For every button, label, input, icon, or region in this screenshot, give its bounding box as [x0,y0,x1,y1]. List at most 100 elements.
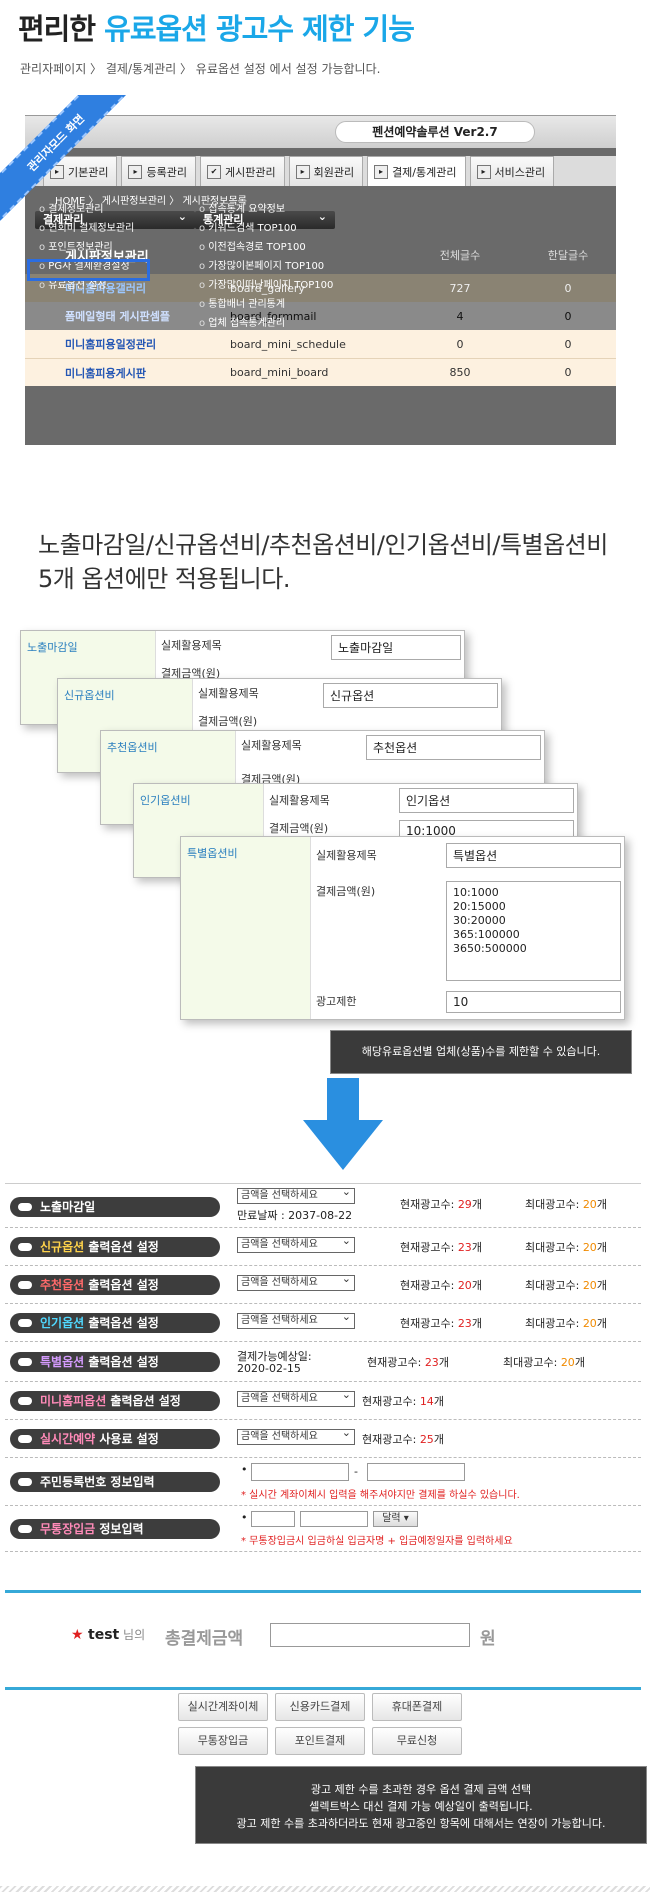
amount-select[interactable]: 금액을 선택하세요 [237,1310,355,1329]
menu-item[interactable]: PG사 결제환경설정 [39,257,134,276]
tab-icon: ▸ [476,164,491,179]
option-label: 실시간예약 사용료 설정 [10,1429,220,1449]
user-name: ★ test 님의 [71,1627,146,1643]
limit-input[interactable]: 10 [446,991,621,1013]
option-row-realtime: 실시간예약 사용료 설정 금액을 선택하세요 현재광고수: 25개 [5,1420,641,1458]
admin-tabs: ▸기본관리 ▸등록관리 ✔게시판관리 ▸회원관리 ▸결제/통계관리 ▸서비스관리 [25,156,616,186]
menu-item[interactable]: 업체 접속통계관리 [199,314,333,333]
menu-item-paid-option[interactable]: 유료옵션 설정 [39,276,134,295]
tab-member[interactable]: ▸회원관리 [288,156,364,186]
max-count: 최대광고수: 20개 [525,1279,607,1292]
current-count: 현재광고수: 25개 [362,1433,444,1446]
menu-item[interactable]: 가장많이떠난페이지 TOP100 [199,276,333,295]
option-row-expire: 노출마감일 금액을 선택하세요 만료날짜 : 2037-08-22 현재광고수:… [5,1184,641,1228]
admin-mode-ribbon: 관리자모드 화면 [0,95,130,225]
option-panel-5: 특별옵션비 실제활용제목 특별옵션 결제금액(원) 10:1000 20:150… [180,836,625,1020]
total-unit: 원 [480,1629,496,1649]
menu-item[interactable]: 통합배너 관리통계 [199,295,333,314]
paid-options-form: 노출마감일 금액을 선택하세요 만료날짜 : 2037-08-22 현재광고수:… [5,1183,641,1586]
col-total: 전체글수 [439,249,481,262]
section-heading: 노출마감일/신규옵션비/추천옵션비/인기옵션비/특별옵션비 5개 옵션에만 적용… [38,531,608,593]
resident-id-back[interactable] [367,1463,465,1481]
tab-register[interactable]: ▸등록관리 [121,156,196,186]
tab-basic[interactable]: ▸기본관리 [43,156,118,186]
menu-item[interactable]: 연회비 결제정보관리 [39,219,134,238]
menu-item[interactable]: 결제정보관리 [39,200,134,219]
option-label: 인기옵션 출력옵션 설정 [10,1313,220,1333]
payment-menu: 결제정보관리 연회비 결제정보관리 포인트정보관리 PG사 결제환경설정 유료옵… [39,200,134,295]
current-count: 현재광고수: 23개 [400,1241,482,1254]
option-label: 추천옵션 출력옵션 설정 [10,1275,220,1295]
admin-topbar: 펜션예약솔루션 Ver2.7 [25,116,616,148]
available-label: 결제가능예상일: [237,1350,312,1363]
expire-date: 만료날짜 : 2037-08-22 [237,1209,353,1222]
resident-id-front[interactable] [251,1463,349,1481]
total-bar: ★ test 님의 총결제금액 원 [5,1590,641,1690]
menu-item[interactable]: 포인트정보관리 [39,238,134,257]
tab-board[interactable]: ✔게시판관리 [199,156,285,186]
title-input[interactable]: 추천옵션 [366,735,541,760]
bank-deposit-button[interactable]: 무통장입금 [178,1727,268,1755]
option-row-bank-deposit: 무통장입금 정보입력 • 달력 ▾ * 무통장입금시 입금하실 입금자명 + 입… [5,1506,641,1552]
resident-id-note: * 실시간 계좌이체시 입력을 해주셔야지만 결제를 하실수 있습니다. [241,1490,520,1501]
option-label: 무통장입금 정보입력 [10,1519,220,1539]
price-textarea[interactable]: 10:1000 20:15000 30:20000 365:100000 365… [446,881,621,981]
menu-item[interactable]: 가장많이본페이지 TOP100 [199,257,333,276]
title-input[interactable]: 노출마감일 [331,635,461,660]
option-label: 미니홈피옵션 출력옵션 설정 [10,1391,220,1411]
available-date: 2020-02-15 [237,1362,301,1375]
max-count: 최대광고수: 20개 [525,1317,607,1330]
point-pay-button[interactable]: 포인트결제 [275,1727,365,1755]
amount-select[interactable]: 금액을 선택하세요 [237,1388,355,1407]
tab-icon: ✔ [206,164,221,179]
page-title: 편리한 유료옵션 광고수 제한 기능 [18,6,415,48]
title-prefix: 편리한 [18,12,105,46]
highlight-box [27,259,150,281]
deposit-note: * 무통장입금시 입금하실 입금자명 + 입금예정일자를 입력하세요 [241,1536,513,1547]
title-input[interactable]: 인기옵션 [399,788,574,813]
option-row-special: 특별옵션 출력옵션 설정 결제가능예상일: 2020-02-15 현재광고수: … [5,1342,641,1382]
panel-note: 해당유료옵션별 업체(상품)수를 제한할 수 있습니다. [330,1030,632,1074]
tab-icon: ▸ [374,164,389,179]
title-input[interactable]: 신규옵션 [323,683,498,708]
realtime-transfer-button[interactable]: 실시간계좌이체 [178,1693,268,1721]
option-row-resident-id: 주민등록번호 정보입력 • - * 실시간 계좌이체시 입력을 해주셔야지만 결… [5,1458,641,1506]
amount-select[interactable]: 금액을 선택하세요 [237,1185,355,1204]
tab-payment[interactable]: ▸결제/통계관리 [367,156,466,186]
down-arrow-icon [303,1078,383,1170]
total-amount-input[interactable] [270,1623,470,1647]
page-subtitle: 관리자페이지 〉 결제/통계관리 〉 유료옵션 설정 에서 설정 가능합니다. [20,62,381,76]
option-row-minihome: 미니홈피옵션 출력옵션 설정 금액을 선택하세요 현재광고수: 14개 [5,1382,641,1420]
calendar-button[interactable]: 달력 ▾ [373,1511,418,1527]
menu-item[interactable]: 접속통계 요약정보 [199,200,333,219]
max-count: 최대광고수: 20개 [525,1198,607,1211]
current-count: 현재광고수: 20개 [400,1279,482,1292]
option-label: 주민등록번호 정보입력 [10,1472,220,1492]
solution-logo: 펜션예약솔루션 Ver2.7 [335,121,535,143]
free-apply-button[interactable]: 무료신청 [372,1727,462,1755]
card-pay-button[interactable]: 신용카드결제 [275,1693,365,1721]
current-count: 현재광고수: 23개 [367,1356,449,1369]
amount-select[interactable]: 금액을 선택하세요 [237,1426,355,1445]
ribbon-wrap: 관리자모드 화면 [0,95,130,225]
menu-item[interactable]: 키워드검색 TOP100 [199,219,333,238]
title-input[interactable]: 특별옵션 [446,843,621,868]
amount-select[interactable]: 금액을 선택하세요 [237,1234,355,1253]
depositor-input[interactable] [251,1511,295,1527]
option-label: 노출마감일 [10,1197,220,1217]
col-month: 한달글수 [547,249,589,262]
stats-menu: 접속통계 요약정보 키워드검색 TOP100 이전접속경로 TOP100 가장많… [199,200,333,333]
current-count: 현재광고수: 14개 [362,1395,444,1408]
deposit-date-input[interactable] [300,1511,368,1527]
menu-item[interactable]: 이전접속경로 TOP100 [199,238,333,257]
amount-select[interactable]: 금액을 선택하세요 [237,1272,355,1291]
bottom-note: 광고 제한 수를 초과한 경우 옵션 결제 금액 선택 셀렉트박스 대신 결제 … [195,1766,647,1844]
tab-service[interactable]: ▸서비스관리 [469,156,555,186]
max-count: 최대광고수: 20개 [503,1356,585,1369]
option-row-recommend: 추천옵션 출력옵션 설정 금액을 선택하세요 현재광고수: 20개 최대광고수:… [5,1266,641,1304]
tab-icon: ▸ [295,164,310,179]
mobile-pay-button[interactable]: 휴대폰결제 [372,1693,462,1721]
option-row-popular: 인기옵션 출력옵션 설정 금액을 선택하세요 현재광고수: 23개 최대광고수:… [5,1304,641,1342]
